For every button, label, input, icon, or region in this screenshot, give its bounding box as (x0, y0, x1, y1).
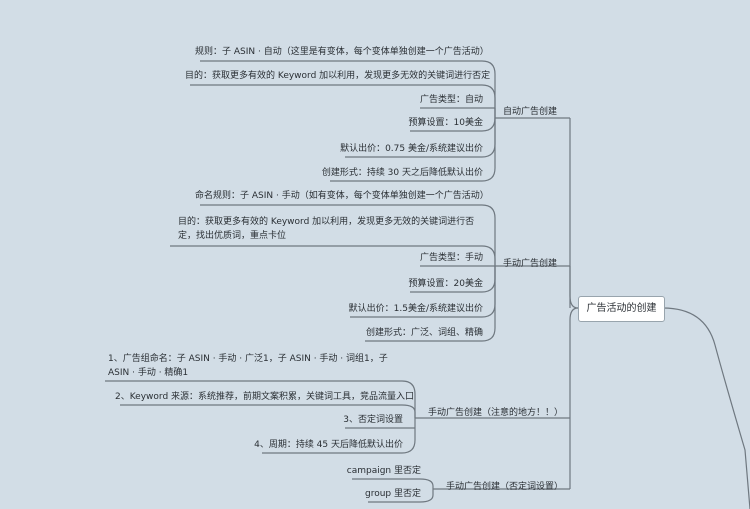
branch-2-item-6[interactable]: 创建形式：广泛、词组、精确 (365, 328, 483, 338)
branch-4-item-2[interactable]: group 里否定 (365, 489, 421, 499)
branch-3-item-3[interactable]: 3、否定词设置 (343, 415, 403, 425)
branch-2-item-2[interactable]: 目的：获取更多有效的 Keyword 加以利用，发现更多无效的关键词进行否定，找… (178, 217, 475, 241)
branch-1-item-1[interactable]: 规则：子 ASIN · 自动（这里是有变体，每个变体单独创建一个广告活动） (195, 47, 489, 57)
branch-4-connectors (352, 478, 570, 503)
branch-1-item-4[interactable]: 预算设置：10美金 (408, 118, 483, 128)
branch-1-item-3[interactable]: 广告类型：自动 (419, 95, 483, 105)
branch-2-connectors (170, 204, 570, 342)
root-node[interactable]: 广告活动的创建 (578, 296, 665, 322)
branch-1-item-5[interactable]: 默认出价：0.75 美金/系统建议出价 (340, 144, 483, 154)
branch-4-item-1[interactable]: campaign 里否定 (346, 466, 421, 476)
branch-label-auto[interactable]: 自动广告创建 (503, 107, 558, 117)
branch-1-connectors (190, 60, 570, 182)
branch-3-item-1[interactable]: 1、广告组命名：子 ASIN · 手动 · 广泛1，子 ASIN · 手动 · … (108, 354, 388, 378)
branch-2-item-1[interactable]: 命名规则：子 ASIN · 手动（如有变体，每个变体单独创建一个广告活动） (195, 191, 489, 201)
branch-2-item-3[interactable]: 广告类型：手动 (419, 253, 483, 263)
branch-label-manual[interactable]: 手动广告创建 (503, 259, 558, 269)
branch-3-connectors (105, 380, 570, 454)
branch-2-item-5[interactable]: 默认出价：1.5美金/系统建议出价 (348, 304, 483, 314)
branch-3-item-2[interactable]: 2、Keyword 来源：系统推荐，前期文案积累，关键词工具，竞品流量入口 (115, 392, 415, 402)
branch-2-item-4[interactable]: 预算设置：20美金 (408, 279, 483, 289)
root-spine (569, 118, 750, 509)
branch-1-item-2[interactable]: 目的：获取更多有效的 Keyword 加以利用，发现更多无效的关键词进行否定 (185, 71, 491, 81)
branch-label-negative-keywords[interactable]: 手动广告创建（否定词设置） (446, 482, 564, 492)
branch-1-item-6[interactable]: 创建形式：持续 30 天之后降低默认出价 (321, 168, 483, 178)
root-label: 广告活动的创建 (586, 303, 657, 314)
branch-3-item-4[interactable]: 4、周期：持续 45 天后降低默认出价 (254, 440, 403, 450)
branch-label-manual-notes[interactable]: 手动广告创建（注意的地方！！） (428, 408, 564, 418)
